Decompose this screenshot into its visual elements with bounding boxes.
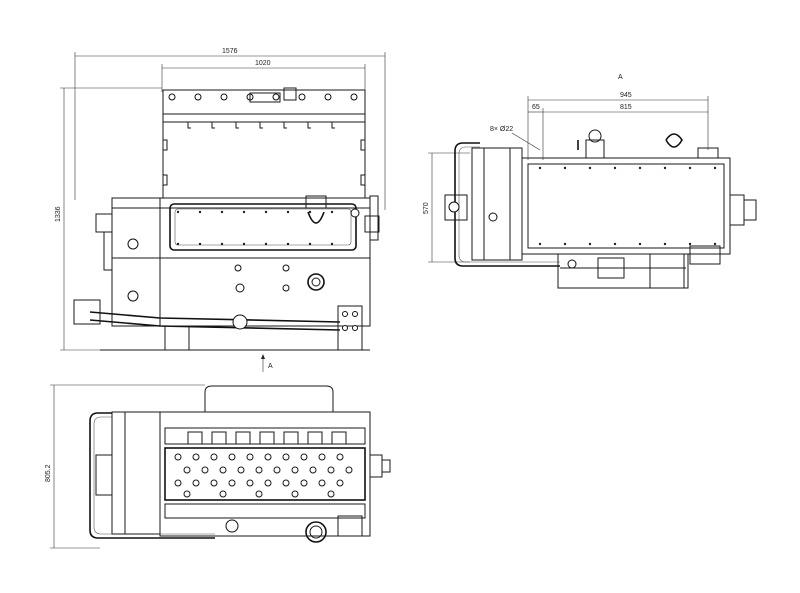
dim-945: 945	[620, 92, 632, 99]
dim-1336: 1336	[55, 206, 62, 222]
front-dimensions: 1576 1020 1336	[55, 48, 386, 351]
dim-805: 805.2	[45, 464, 52, 482]
dim-1020: 1020	[255, 60, 271, 67]
top-bolts-front	[168, 87, 358, 103]
dim-815: 815	[620, 104, 632, 111]
body-bolts	[538, 166, 717, 246]
bottom-valves	[187, 431, 347, 445]
hole-callout: 8× Ø22	[490, 126, 513, 133]
section-arrow-label: A	[268, 363, 273, 370]
bottom-view: 805.2	[45, 384, 391, 549]
top-hooks	[162, 122, 366, 186]
dim-570: 570	[423, 202, 430, 214]
dim-1576: 1576	[222, 48, 238, 55]
top-dimensions: A 945 815 65 8× Ø22 570	[423, 74, 709, 263]
valve-holes	[174, 453, 353, 498]
top-view: A 945 815 65 8× Ø22 570	[423, 74, 757, 289]
view-label-a: A	[618, 74, 623, 81]
cover-bolts	[176, 210, 334, 246]
dim-65: 65	[532, 104, 540, 111]
front-view: 1576 1020 1336	[55, 48, 386, 372]
